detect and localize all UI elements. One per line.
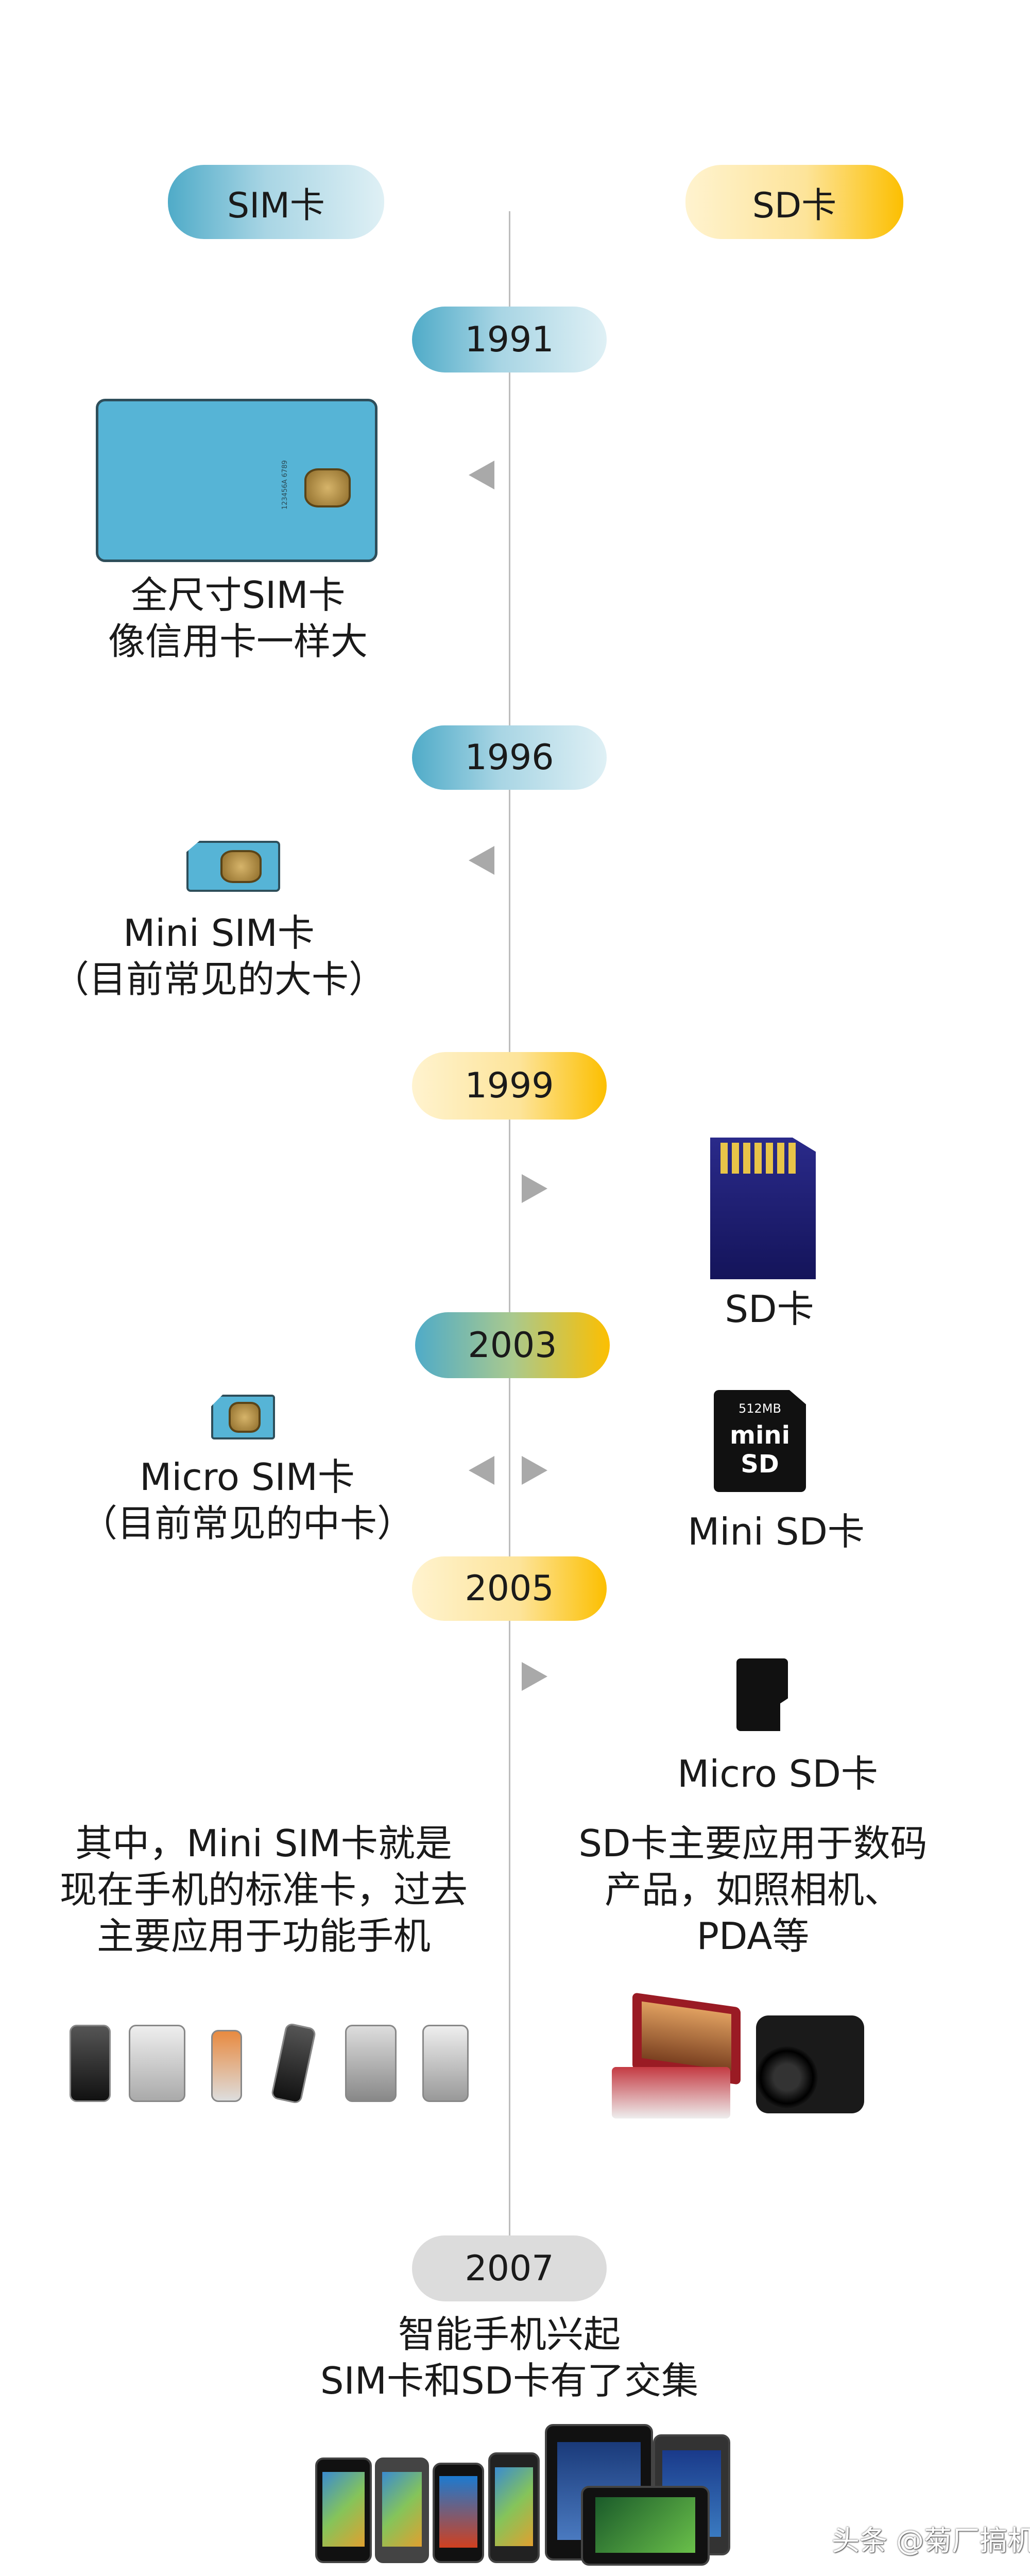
smartphone-icon <box>315 2458 372 2563</box>
year-2007: 2007 <box>412 2235 607 2301</box>
phone-icon <box>422 2025 469 2102</box>
arrow-right-icon <box>522 1456 547 1485</box>
year-label: 1999 <box>465 1065 554 1106</box>
arrow-left-icon <box>469 461 494 489</box>
chip-icon <box>304 468 351 507</box>
year-label: 1991 <box>465 319 554 360</box>
year-1999: 1999 <box>412 1052 607 1120</box>
micro-sd-image <box>736 1658 788 1731</box>
sd-contacts <box>720 1143 798 1174</box>
smartphone-icon <box>375 2458 429 2563</box>
note-line: PDA等 <box>696 1914 810 1958</box>
arrow-left-icon <box>469 846 494 875</box>
full-sim-card-image: 123456A 6789 <box>96 399 377 562</box>
mini-sd-capacity: 512MB <box>739 1401 781 1416</box>
card-serial: 123456A 6789 <box>281 460 289 510</box>
note-line: 主要应用于功能手机 <box>96 1914 431 1958</box>
mini-sim-desc: （目前常见的大卡） <box>52 958 386 1001</box>
mini-sim-label: Mini SIM卡（目前常见的大卡） <box>52 910 386 1003</box>
chip-icon <box>220 850 262 883</box>
phone-icon <box>270 2022 317 2105</box>
phone-icon <box>70 2025 111 2102</box>
watermark: 头条 @菊厂搞机 <box>832 2524 1030 2557</box>
year-2005: 2005 <box>412 1556 607 1621</box>
micro-sim-desc: （目前常见的中卡） <box>80 1502 415 1545</box>
micro-sd-label: Micro SD卡 <box>677 1752 878 1795</box>
timeline-axis <box>509 211 510 2236</box>
smartphone-icon <box>433 2463 484 2563</box>
header-sim: SIM卡 <box>168 165 384 239</box>
mini-sim-title: Mini SIM卡 <box>123 911 315 955</box>
header-sim-label: SIM卡 <box>227 185 325 226</box>
sd-card-image <box>710 1138 816 1279</box>
note-left: 其中，Mini SIM卡就是 现在手机的标准卡，过去 主要应用于功能手机 <box>60 1820 468 1959</box>
sd-label: SD卡 <box>725 1287 814 1331</box>
arrow-right-icon <box>522 1662 547 1691</box>
note-line: 现在手机的标准卡，过去 <box>59 1868 468 1911</box>
mini-sim-image <box>186 841 280 892</box>
note-right: SD卡主要应用于数码 产品，如照相机、 PDA等 <box>578 1820 927 1959</box>
year-label: 2005 <box>465 1568 554 1609</box>
finale-desc: SIM卡和SD卡有了交集 <box>320 2359 699 2402</box>
year-label: 1996 <box>465 737 554 778</box>
micro-sim-label: Micro SIM卡（目前常见的中卡） <box>80 1454 414 1547</box>
phone-icon <box>345 2025 397 2102</box>
phone-icon <box>211 2030 242 2102</box>
arrow-right-icon <box>522 1174 547 1203</box>
note-line: 其中，Mini SIM卡就是 <box>75 1822 452 1865</box>
header-sd-label: SD卡 <box>752 185 837 226</box>
year-2003: 2003 <box>415 1312 610 1378</box>
year-label: 2003 <box>468 1325 557 1366</box>
micro-sim-image <box>211 1395 275 1439</box>
pda-keyboard <box>612 2067 730 2119</box>
header-sd: SD卡 <box>685 165 903 239</box>
mini-sd-image: 512MB mini SD <box>714 1390 806 1492</box>
arrow-left-icon <box>469 1456 494 1485</box>
note-line: 产品，如照相机、 <box>604 1868 901 1911</box>
camera-icon <box>756 2015 864 2113</box>
phone-icon <box>129 2025 185 2102</box>
mini-sd-logo: mini SD <box>729 1421 791 1479</box>
tablet-icon <box>581 2486 710 2566</box>
pda-camera-image <box>602 1992 869 2119</box>
feature-phones-image <box>67 2020 479 2105</box>
chip-icon <box>229 1402 261 1433</box>
smartphone-icon <box>488 2452 540 2563</box>
full-sim-title: 全尺寸SIM卡 <box>130 573 346 617</box>
year-1996: 1996 <box>412 725 607 790</box>
smartphones-tablets-image <box>313 2421 730 2566</box>
mini-sd-label: Mini SD卡 <box>688 1510 865 1553</box>
full-sim-label: 全尺寸SIM卡像信用卡一样大 <box>108 572 368 665</box>
finale-title: 智能手机兴起 <box>398 2313 621 2356</box>
micro-sim-title: Micro SIM卡 <box>140 1455 355 1499</box>
year-1991: 1991 <box>412 307 607 372</box>
full-sim-desc: 像信用卡一样大 <box>108 620 368 663</box>
note-line: SD卡主要应用于数码 <box>578 1822 928 1865</box>
year-label: 2007 <box>465 2248 554 2289</box>
